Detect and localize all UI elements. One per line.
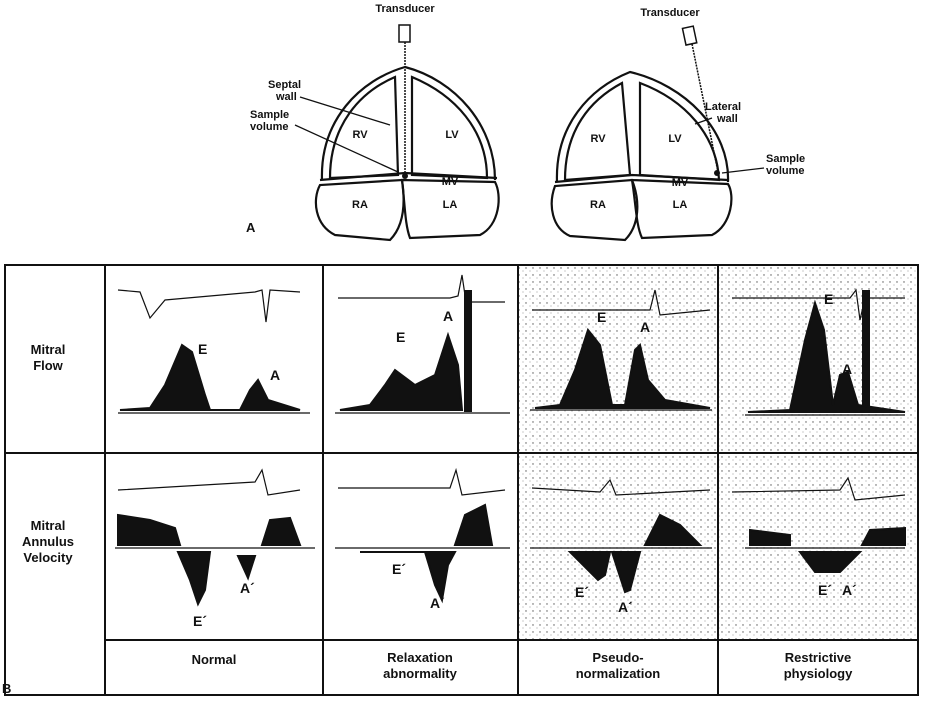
rv-label: RV bbox=[352, 129, 368, 141]
e-prime-label: E´ bbox=[193, 613, 207, 629]
sample-volume-marker bbox=[714, 170, 720, 176]
e-prime-label: E´ bbox=[818, 582, 832, 598]
sample-volume-label: Sample bbox=[766, 153, 805, 165]
a-wave-label: A bbox=[443, 308, 453, 324]
mitral-flow-pseudonormalization: E A bbox=[530, 289, 712, 411]
sample-volume-label-2: volume bbox=[766, 165, 805, 177]
a-prime-label: A´ bbox=[842, 582, 857, 598]
left-atrium bbox=[400, 178, 500, 240]
e-wave-label: E bbox=[597, 309, 606, 325]
annulus-velocity-pseudonormalization: E´ A´ bbox=[530, 478, 712, 615]
mitral-flow-relaxation: E A bbox=[335, 274, 510, 414]
a-prime-label: A´ bbox=[430, 595, 445, 611]
septal-wall-label-2: wall bbox=[275, 91, 297, 103]
rv-label: RV bbox=[590, 133, 606, 145]
annulus-velocity-restrictive: E´ A´ bbox=[731, 476, 906, 598]
la-label: LA bbox=[443, 199, 458, 211]
mitral-flow-restrictive: E A bbox=[732, 288, 906, 416]
e-wave-label: E bbox=[198, 341, 207, 357]
sample-volume-arrow bbox=[294, 124, 399, 173]
e-prime-label: E´ bbox=[392, 561, 406, 577]
ventricle-outline bbox=[320, 65, 497, 181]
la-label: LA bbox=[673, 199, 688, 211]
septal-wall-label: Septal bbox=[268, 79, 301, 91]
ra-label: RA bbox=[590, 199, 606, 211]
lv-label: LV bbox=[668, 133, 682, 145]
a-wave-label: A bbox=[842, 361, 852, 377]
heart-diagram-septal: Transducer RV LV MV RA LA Septal wall Sa… bbox=[250, 3, 500, 242]
transducer-icon bbox=[398, 24, 411, 43]
transducer-label: Transducer bbox=[375, 3, 435, 15]
column-label-pseudonormalization: Pseudo-normalization bbox=[576, 650, 661, 681]
sample-volume-label: Sample bbox=[250, 109, 289, 121]
a-prime-label: A´ bbox=[618, 599, 633, 615]
a-wave-label: A bbox=[270, 367, 280, 383]
mv-label: MV bbox=[442, 176, 459, 188]
panel-b-label: B bbox=[2, 681, 11, 696]
ra-label: RA bbox=[352, 199, 368, 211]
lateral-wall-label-2: wall bbox=[716, 113, 738, 125]
lateral-wall-label: Lateral bbox=[705, 101, 741, 113]
annulus-velocity-relaxation: E´ A´ bbox=[335, 467, 510, 611]
mv-label: MV bbox=[672, 177, 689, 189]
annulus-velocity-normal: E´ A´ bbox=[115, 468, 315, 629]
lv-label: LV bbox=[445, 129, 459, 141]
heart-diagram-lateral: Transducer RV LV MV RA LA Lateral wall S… bbox=[550, 7, 805, 242]
transducer-label: Transducer bbox=[640, 7, 700, 19]
e-wave-label: E bbox=[396, 329, 405, 345]
transducer-icon bbox=[681, 25, 698, 46]
a-prime-label: A´ bbox=[240, 580, 255, 596]
mitral-flow-normal: E A bbox=[117, 289, 310, 414]
e-wave-label: E bbox=[824, 291, 833, 307]
column-label-normal: Normal bbox=[192, 652, 237, 667]
sample-volume-label-2: volume bbox=[250, 121, 289, 133]
septal-arrow bbox=[299, 96, 391, 126]
a-wave-label: A bbox=[640, 319, 650, 335]
e-prime-label: E´ bbox=[575, 584, 589, 600]
panel-a-label: A bbox=[246, 220, 256, 235]
sample-volume-marker bbox=[402, 173, 408, 179]
